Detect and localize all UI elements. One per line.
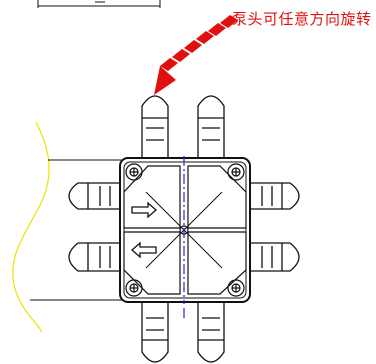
- dimension-line: [37, 0, 161, 8]
- connector-top-right: [197, 95, 225, 159]
- screw-cross-icon: [125, 163, 245, 297]
- connector-bottom-left: [141, 301, 169, 363]
- connector-top-left: [141, 95, 169, 159]
- arrow-right-icon: [131, 201, 157, 219]
- rotate-arrow-icon: [154, 15, 238, 95]
- connector-left-bottom: [68, 242, 121, 272]
- guide-lines: [30, 159, 122, 301]
- pump-body: [119, 157, 251, 303]
- rotation-note: 泵头可任意方向旋转: [232, 10, 372, 28]
- arrow-left-icon: [131, 241, 157, 259]
- connector-left-top: [68, 182, 121, 210]
- connector-bottom-right: [197, 301, 225, 363]
- connector-right-top: [249, 182, 300, 210]
- connector-right-bottom: [249, 242, 300, 272]
